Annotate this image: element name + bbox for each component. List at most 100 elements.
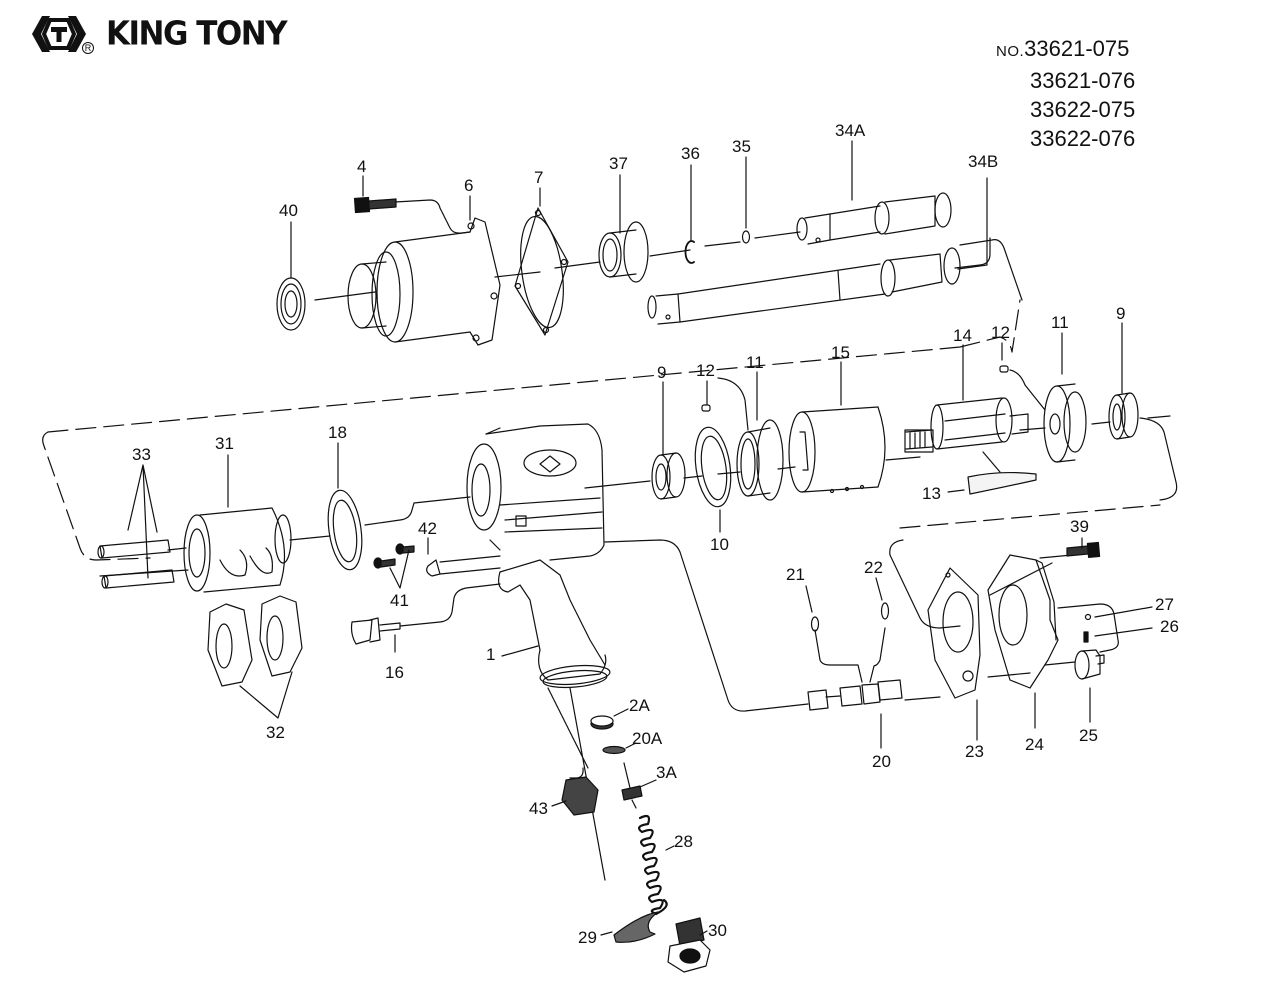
part-13-vane	[967, 471, 1037, 495]
brand-name: KING TONY	[106, 15, 288, 53]
model-number-row: NO.33621-075	[996, 34, 1135, 66]
part-9-bearing	[1108, 392, 1139, 440]
assembly-axis-line	[989, 562, 1119, 653]
callout-label: 35	[732, 137, 751, 156]
model-number-prefix: NO.	[996, 43, 1025, 60]
callout-label: 10	[710, 535, 729, 554]
part-36-retaining-ring	[684, 240, 695, 264]
label-leader	[389, 549, 410, 589]
label-leader	[501, 645, 539, 657]
callout-label: 39	[1070, 517, 1089, 536]
callout-label: 24	[1025, 735, 1044, 754]
model-number: 33621-075	[1024, 36, 1130, 61]
model-number-row: 33622-075	[996, 95, 1135, 124]
model-number: 33622-076	[1030, 126, 1136, 151]
part-39-bolt	[1066, 541, 1101, 559]
callout-label: 30	[708, 921, 727, 940]
label-leader	[699, 930, 708, 936]
part-29-clip	[613, 911, 659, 943]
part-12-pin	[701, 404, 711, 412]
part-37-bushing	[598, 221, 649, 283]
group-boundary-dashed	[959, 239, 1023, 301]
callout-label: 3A	[656, 763, 677, 782]
label-leader	[982, 451, 1001, 473]
callout-label: 15	[831, 343, 850, 362]
model-number-row: 33622-076	[996, 124, 1135, 153]
assembly-axis-line	[439, 555, 501, 575]
callout-label: 40	[279, 201, 298, 220]
part-6-hammer-case	[347, 217, 501, 346]
callout-label: 14	[953, 326, 972, 345]
group-boundary-dashed	[42, 431, 151, 561]
part-4-bolt	[353, 196, 397, 214]
label-leader	[875, 577, 883, 601]
part-12-pin	[999, 365, 1009, 373]
assembly-axis-line	[399, 583, 501, 627]
part-25-regulator-knob	[1074, 649, 1105, 680]
callout-label: 9	[657, 363, 666, 382]
label-leader	[639, 779, 657, 788]
group-boundary-dashed	[899, 504, 1161, 529]
callout-label: 12	[696, 361, 715, 380]
assembly-axis-line	[167, 415, 1171, 551]
label-leader	[239, 671, 293, 719]
part-23-gasket	[927, 567, 981, 699]
part-34a-anvil	[796, 192, 952, 245]
callout-label: 28	[674, 832, 693, 851]
callout-label: 31	[215, 434, 234, 453]
part-1-housing	[466, 423, 611, 689]
label-leader	[600, 931, 613, 936]
callout-label: 22	[864, 558, 883, 577]
part-2a-valve-seat	[590, 715, 614, 730]
callout-label: 37	[609, 154, 628, 173]
group-boundary-dashed	[47, 299, 1021, 433]
part-35-o-ring	[741, 230, 751, 244]
part-20-reverse-valve	[807, 679, 903, 711]
part-27-ball	[1084, 613, 1092, 621]
label-leader	[625, 742, 637, 749]
callout-label: 16	[385, 663, 404, 682]
part-15-cylinder	[788, 406, 886, 494]
part-41-screws	[373, 543, 415, 569]
callout-label: 4	[357, 157, 366, 176]
part-30-inlet-bushing	[667, 917, 711, 973]
part-43-filter	[561, 776, 599, 816]
callout-label: 34A	[835, 121, 866, 140]
assembly-axis-line	[717, 377, 749, 431]
part-14-rotor	[904, 397, 1029, 453]
callout-label: 26	[1160, 617, 1179, 636]
label-leader	[127, 464, 158, 579]
callout-label: 34B	[968, 152, 998, 171]
assembly-axis-line	[314, 231, 801, 301]
callout-label: 43	[529, 799, 548, 818]
part-7-gasket	[514, 207, 569, 336]
part-22-o-ring	[880, 602, 890, 620]
callout-label: 2A	[629, 696, 650, 715]
callout-label: 1	[486, 645, 495, 664]
callout-label: 20A	[632, 729, 663, 748]
part-3a-valve	[621, 762, 643, 809]
part-34b-anvil-long	[647, 247, 961, 325]
part-32-hammers	[207, 595, 303, 687]
part-42-latch	[426, 559, 441, 577]
callout-label: 32	[266, 723, 285, 742]
callout-label: 29	[578, 928, 597, 947]
callout-label: 21	[786, 565, 805, 584]
part-28-spring	[638, 814, 668, 916]
part-40-seal	[276, 277, 306, 331]
callout-label: 6	[464, 176, 473, 195]
callout-label: 12	[991, 323, 1010, 342]
callout-label: 27	[1155, 595, 1174, 614]
label-leader	[613, 708, 629, 717]
model-number-row: 33621-076	[996, 66, 1135, 95]
label-leader	[947, 489, 965, 493]
label-leader	[1094, 606, 1153, 618]
group-boundary-dashed	[889, 539, 961, 629]
callout-label: 18	[328, 423, 347, 442]
callout-label: 9	[1116, 304, 1125, 323]
group-boundary-dashed	[1139, 417, 1178, 501]
brand-logo: R KING TONY	[30, 12, 288, 56]
part-9-bearing	[651, 452, 686, 500]
